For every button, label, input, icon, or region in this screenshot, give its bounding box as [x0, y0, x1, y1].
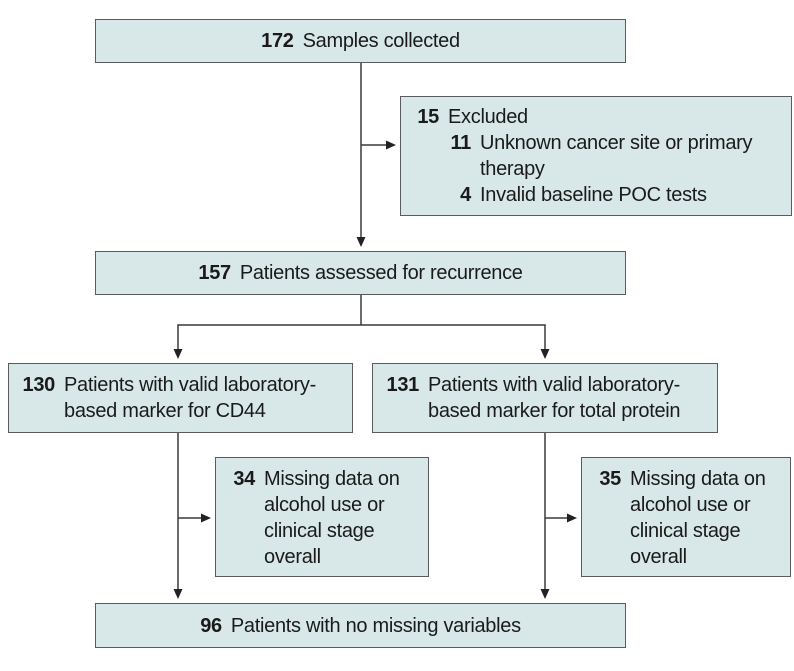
missing-left-row: 34 Missing data on alcohol use or clinic… [228, 466, 420, 570]
cd44-count: 130 [22, 374, 56, 396]
box-samples-collected: 172 Samples collected [95, 19, 626, 63]
complete-label: Patients with no missing variables [230, 614, 521, 637]
excluded-item-row: 11 Unknown cancer site or primary therap… [413, 130, 779, 182]
box-missing-data-cd44: 34 Missing data on alcohol use or clinic… [215, 457, 429, 577]
box-assessed-for-recurrence: 157 Patients assessed for recurrence [95, 251, 626, 295]
protein-count: 131 [386, 374, 420, 396]
samples-label: Samples collected [302, 30, 461, 52]
excluded-main-row: 15 Excluded [413, 104, 779, 130]
excluded-item-count: 11 [450, 132, 471, 154]
complete-count: 96 [200, 614, 222, 637]
missing-right-count: 35 [599, 468, 621, 490]
excluded-item-row: 4 Invalid baseline POC tests [413, 182, 779, 208]
box-no-missing-variables: 96 Patients with no missing variables [95, 603, 626, 648]
missing-left-label: Missing data on alcohol use or clinical … [264, 468, 400, 568]
missing-left-count: 34 [233, 468, 255, 490]
missing-right-row: 35 Missing data on alcohol use or clinic… [594, 466, 782, 570]
box-missing-data-protein: 35 Missing data on alcohol use or clinic… [581, 457, 791, 577]
cd44-label: Patients with valid laboratory-based mar… [64, 374, 316, 422]
box-excluded: 15 Excluded 11 Unknown cancer site or pr… [400, 96, 792, 216]
assessed-count: 157 [198, 262, 231, 284]
missing-right-label: Missing data on alcohol use or clinical … [630, 468, 766, 568]
cd44-row: 130 Patients with valid laboratory-based… [19, 372, 342, 424]
excluded-label: Excluded [448, 106, 528, 128]
excluded-item-label: Unknown cancer site or primary therapy [480, 132, 753, 180]
excluded-count: 15 [417, 106, 439, 128]
excluded-item-count: 4 [460, 184, 471, 206]
protein-label: Patients with valid laboratory-based mar… [428, 374, 681, 422]
protein-row: 131 Patients with valid laboratory-based… [383, 372, 707, 424]
box-valid-marker-total-protein: 131 Patients with valid laboratory-based… [372, 363, 718, 433]
samples-count: 172 [261, 30, 294, 52]
box-valid-marker-cd44: 130 Patients with valid laboratory-based… [8, 363, 353, 433]
assessed-label: Patients assessed for recurrence [239, 262, 523, 284]
excluded-item-label: Invalid baseline POC tests [480, 184, 707, 206]
